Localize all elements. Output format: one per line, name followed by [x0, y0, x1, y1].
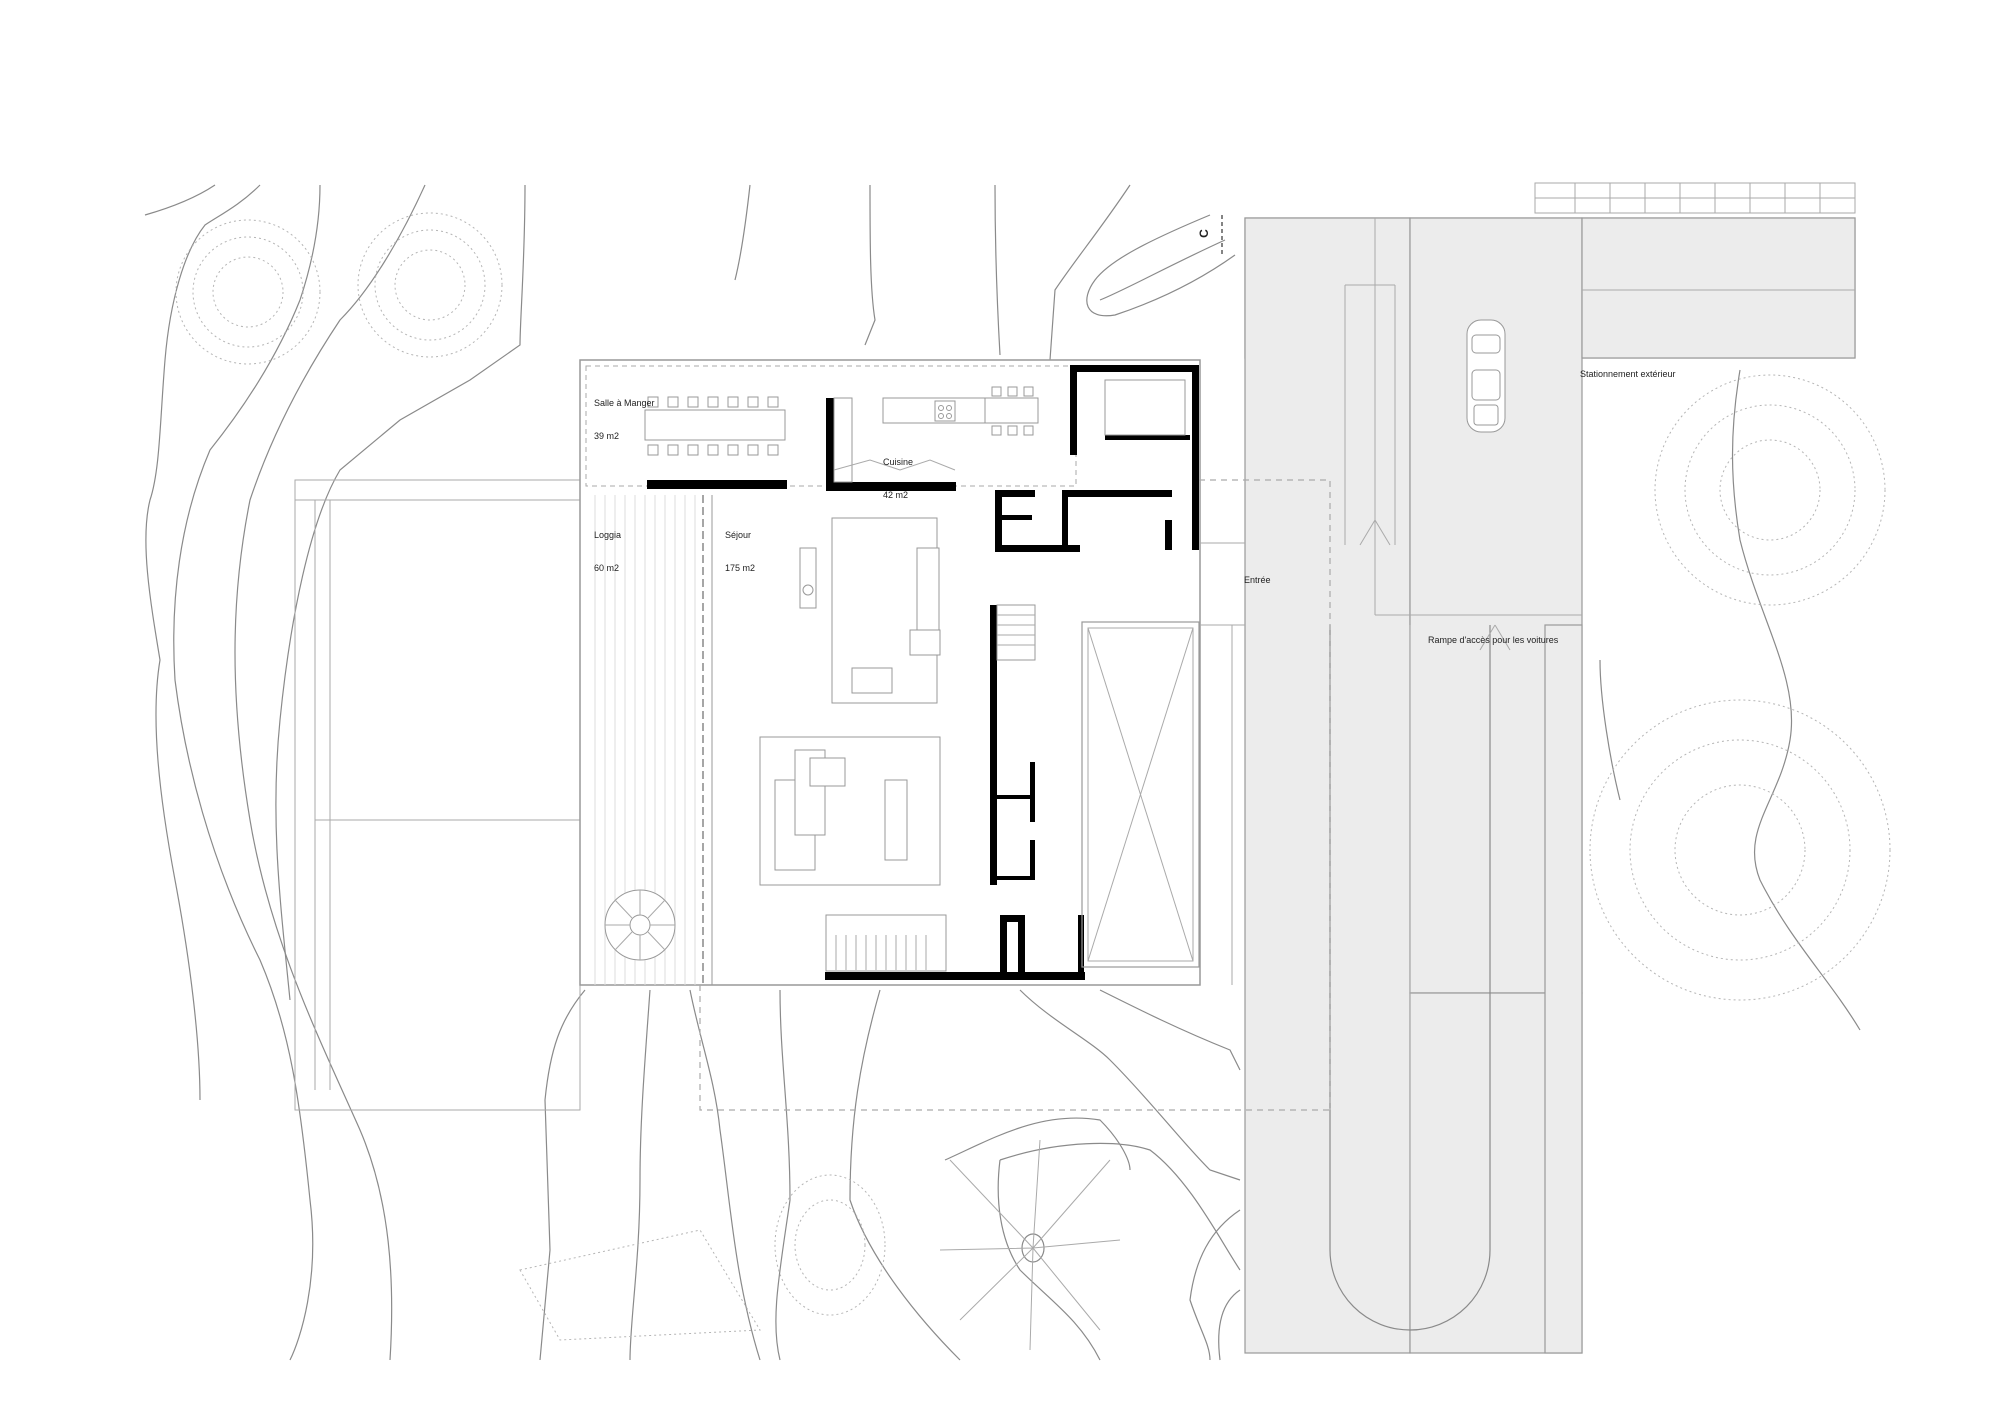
- stair-core: [996, 604, 1036, 661]
- car-icon: [1466, 319, 1506, 433]
- tree-canopies: [175, 212, 1891, 1341]
- main-staircase: [825, 914, 947, 972]
- label-entrance: Entrée: [1244, 575, 1271, 585]
- room-name: Séjour: [725, 530, 752, 540]
- room-label-dining: Salle à Manger 39 m2: [594, 376, 655, 453]
- room-area: 39 m2: [594, 431, 620, 441]
- room-area: 175 m2: [725, 563, 756, 573]
- kitchen-stools: [991, 386, 1034, 436]
- terrace-outline: [294, 479, 581, 1111]
- room-label-loggia: Loggia 60 m2: [594, 508, 621, 585]
- room-name: Cuisine: [883, 457, 914, 467]
- room-name: Loggia: [594, 530, 622, 540]
- house: [579, 359, 1201, 986]
- driveway: [1244, 182, 1856, 1354]
- spiral-staircase: [604, 889, 676, 961]
- room-area: 42 m2: [883, 490, 909, 500]
- dining-chairs: [647, 396, 779, 456]
- roof-overhang-outline: [699, 985, 1330, 1111]
- contour-lines: [144, 184, 1861, 1361]
- room-label-kitchen: Cuisine 42 m2: [883, 435, 913, 512]
- star-plant: [939, 1117, 1131, 1351]
- room-name: Salle à Manger: [594, 398, 655, 408]
- label-outdoor-parking: Stationnement extérieur: [1580, 369, 1676, 379]
- label-car-ramp: Rampe d'accès pour les voitures: [1428, 635, 1559, 645]
- section-marker-label: C: [1196, 229, 1211, 238]
- room-label-living: Séjour 175 m2: [725, 508, 755, 585]
- room-area: 60 m2: [594, 563, 620, 573]
